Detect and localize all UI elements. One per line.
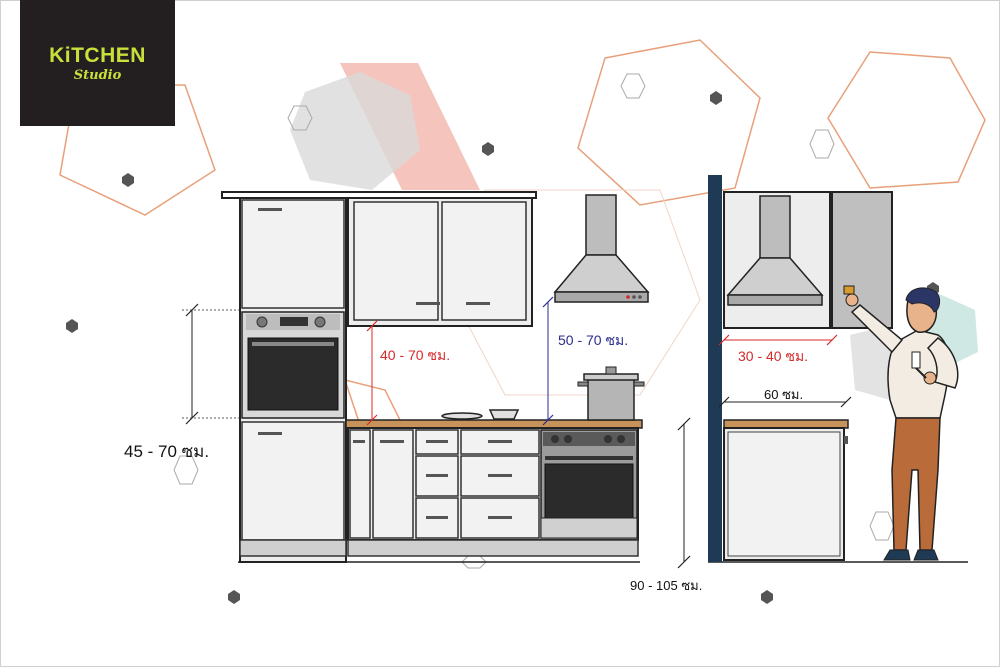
label-hood-side-gap: 30 - 40 ซม.: [738, 348, 809, 364]
dot-hex-3: [710, 91, 722, 105]
small-hex-5: [869, 511, 895, 541]
outline-hexagon-3: [827, 51, 986, 189]
small-hex-3: [809, 129, 835, 159]
dot-hex-1: [122, 173, 134, 187]
dimension-upper-cabinet: [182, 303, 240, 425]
countertop-right: [723, 419, 849, 429]
countertop-left: [345, 419, 643, 429]
side-upper-cabinet: [723, 191, 893, 329]
side-base-cabinet: [723, 427, 848, 561]
small-hex-4: [173, 455, 199, 485]
dimension-counter-depth: [718, 396, 852, 408]
upper-wall-cabinets: [347, 197, 533, 327]
label-counter-depth: 60 ซม.: [764, 387, 804, 402]
logo-subtitle: Studio: [73, 68, 122, 83]
dot-hex-4: [66, 319, 78, 333]
brand-logo: KiTCHEN Studio: [20, 0, 175, 126]
range-hood-right: [726, 195, 824, 306]
label-upper-cabinet-height: 45 - 70 ซม.: [124, 442, 210, 461]
cooking-pot: [577, 366, 645, 421]
range-hood-left: [553, 194, 650, 303]
dimension-counter-height: [677, 417, 691, 569]
dimension-hood-gap: [718, 334, 838, 346]
dot-hex-7: [761, 590, 773, 604]
under-counter-oven: [540, 429, 638, 539]
built-in-oven: [241, 311, 345, 419]
plates: [441, 409, 520, 420]
tall-cabinet: [239, 197, 347, 563]
small-hex-1: [287, 105, 313, 131]
logo-title: KiTCHEN: [49, 44, 146, 67]
marble-hexagon-top: [290, 72, 420, 190]
label-counter-height: 90 - 105 ซม.: [630, 578, 703, 593]
wall-post: [708, 175, 722, 562]
label-counter-to-hood: 50 - 70 ซม.: [558, 332, 629, 348]
dimension-counter-cabinet: [366, 320, 378, 426]
dot-hex-2: [482, 142, 494, 156]
outline-hexagon-2: [577, 39, 761, 206]
dot-hex-6: [228, 590, 240, 604]
label-counter-to-wall-cabinet: 40 - 70 ซม.: [380, 347, 451, 363]
dimension-counter-hood: [542, 296, 554, 426]
small-hex-2: [620, 73, 646, 99]
person-figure: [843, 285, 959, 561]
